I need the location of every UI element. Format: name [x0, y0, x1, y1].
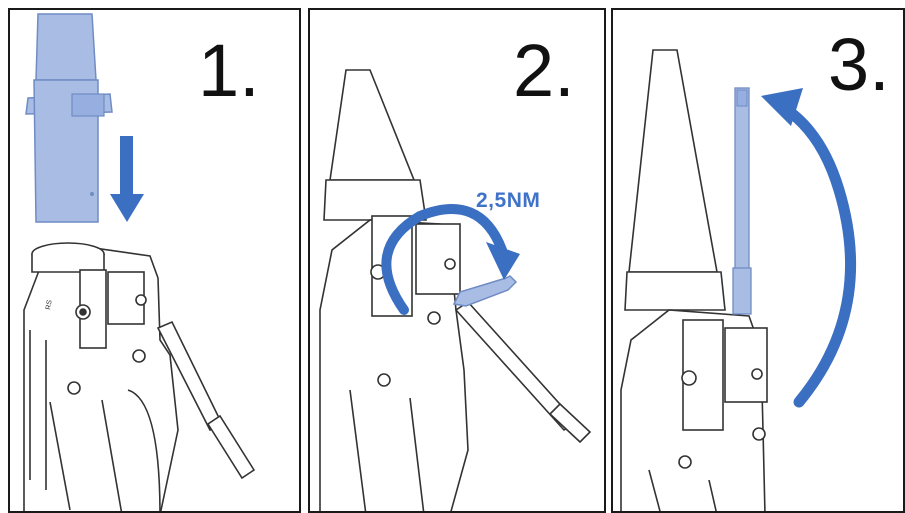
step-1-illustration: RS — [23, 13, 256, 511]
step-2-number: 2. — [513, 29, 575, 112]
curved-arrow-icon — [381, 204, 520, 315]
curved-arrow-icon — [761, 88, 857, 408]
step-3-number: 3. — [828, 23, 890, 106]
step-2-illustration — [319, 69, 592, 511]
step-2-panel: 2. 2,5NM — [308, 8, 606, 513]
step-1-number: 1. — [198, 29, 260, 112]
hex-key-tool — [732, 87, 752, 315]
step-3-illustration — [620, 49, 857, 511]
hex-key-tool — [452, 275, 518, 307]
step-3-panel: 3. — [611, 8, 905, 513]
receiver-with-grip-drawing — [319, 69, 592, 511]
torque-value-label: 2,5NM — [476, 189, 541, 212]
receiver-with-grip-drawing — [620, 49, 768, 511]
grip-sleeve-part — [25, 13, 113, 223]
step-1-panel: RS 1. — [8, 8, 301, 513]
engraving-mark: RS — [45, 299, 54, 310]
down-arrow-icon — [110, 136, 144, 222]
receiver-drawing: RS — [23, 242, 256, 511]
